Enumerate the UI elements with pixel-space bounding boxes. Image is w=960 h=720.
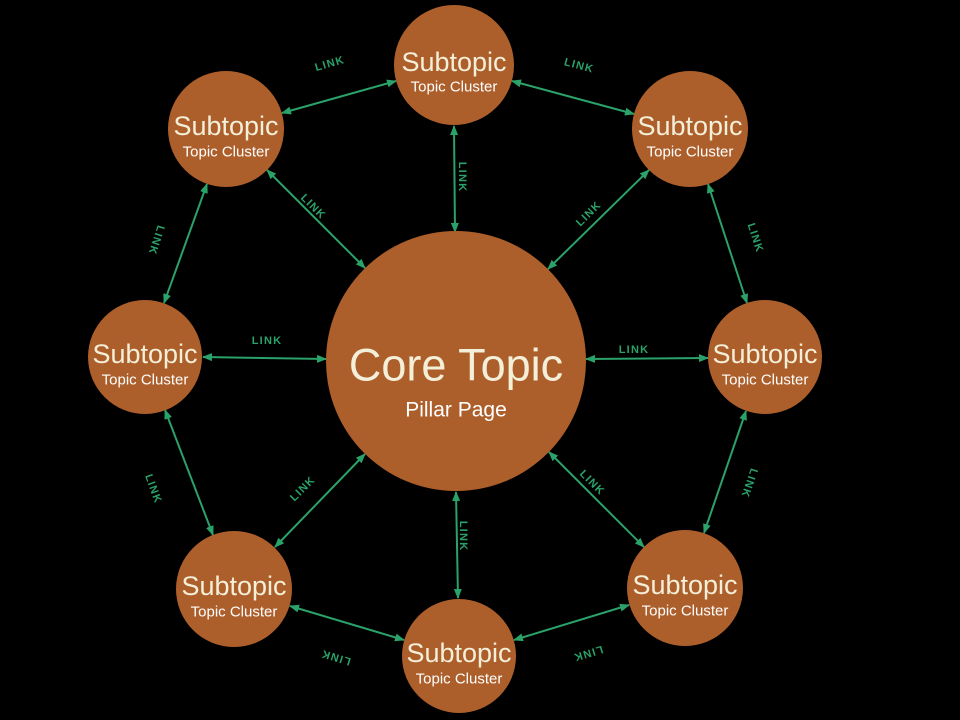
link-label: LINK	[320, 647, 353, 667]
subtopic-title: Subtopic	[401, 47, 506, 77]
link-line-right-bottom-right	[703, 410, 747, 534]
subtopic-node-top-left: Subtopic Topic Cluster	[168, 71, 284, 187]
link-label: LINK	[298, 192, 328, 222]
link-label: LINK	[288, 474, 318, 504]
core-node: Core Topic Pillar Page	[326, 231, 586, 491]
link-label: LINK	[146, 224, 167, 257]
subtopic-circle	[708, 300, 822, 414]
link-line-core-top	[450, 125, 459, 233]
link-label: LINK	[574, 199, 604, 229]
subtopic-circle	[402, 599, 516, 713]
subtopic-circle	[168, 71, 284, 187]
subtopic-subtitle: Topic Cluster	[191, 604, 278, 621]
subtopic-subtitle: Topic Cluster	[102, 372, 189, 389]
subtopic-title: Subtopic	[637, 111, 742, 141]
subtopic-node-top-right: Subtopic Topic Cluster	[632, 71, 748, 187]
link-label: LINK	[142, 473, 164, 506]
subtopic-node-left: Subtopic Topic Cluster	[88, 300, 202, 414]
link-line-bottom-right-bottom	[513, 603, 630, 642]
subtopic-subtitle: Topic Cluster	[722, 372, 809, 389]
subtopic-node-right: Subtopic Topic Cluster	[708, 300, 822, 414]
link-line-core-bottom-left	[274, 453, 366, 548]
core-subtitle: Pillar Page	[405, 399, 507, 422]
subtopic-subtitle: Topic Cluster	[416, 671, 503, 688]
link-line-core-top-right	[547, 169, 650, 270]
link-label: LINK	[745, 222, 766, 255]
subtopic-node-bottom-left: Subtopic Topic Cluster	[176, 531, 292, 647]
link-line-left-top-left	[163, 183, 208, 304]
link-line-core-right	[585, 354, 709, 363]
link-line-core-bottom-right	[548, 451, 645, 548]
link-line-top-left-top	[281, 79, 397, 115]
subtopic-title: Subtopic	[632, 570, 737, 600]
link-label: LINK	[572, 643, 605, 663]
subtopic-node-top: Subtopic Topic Cluster	[394, 5, 514, 125]
link-line-top-right-right	[707, 183, 748, 304]
subtopic-title: Subtopic	[181, 571, 286, 601]
subtopic-title: Subtopic	[92, 339, 197, 369]
subtopic-circle	[632, 71, 748, 187]
link-label: LINK	[456, 162, 468, 192]
subtopic-title: Subtopic	[406, 638, 511, 668]
core-circle	[326, 231, 586, 491]
link-line-core-top-left	[266, 169, 366, 269]
link-line-core-left	[202, 353, 327, 363]
subtopic-circle	[627, 530, 743, 646]
subtopic-subtitle: Topic Cluster	[183, 144, 270, 161]
subtopic-circle	[88, 300, 202, 414]
subtopic-subtitle: Topic Cluster	[411, 79, 498, 96]
link-line-core-bottom	[452, 491, 462, 599]
link-line-bottom-left-left	[164, 409, 214, 536]
subtopic-circle	[394, 5, 514, 125]
link-label: LINK	[738, 467, 759, 500]
link-lines	[163, 79, 748, 642]
subtopic-node-bottom-right: Subtopic Topic Cluster	[627, 530, 743, 646]
link-label: LINK	[563, 56, 596, 75]
link-label: LINK	[457, 521, 469, 551]
link-label: LINK	[252, 335, 282, 347]
subtopic-circle	[176, 531, 292, 647]
subtopic-subtitle: Topic Cluster	[647, 144, 734, 161]
subtopic-node-bottom: Subtopic Topic Cluster	[402, 599, 516, 713]
link-label: LINK	[577, 468, 607, 498]
subtopic-title: Subtopic	[173, 111, 278, 141]
link-line-top-top-right	[511, 79, 635, 116]
link-line-bottom-bottom-left	[289, 604, 405, 642]
core-title: Core Topic	[349, 340, 563, 391]
link-label: LINK	[619, 344, 649, 356]
subtopic-subtitle: Topic Cluster	[642, 603, 729, 620]
link-label: LINK	[314, 54, 347, 74]
subtopic-title: Subtopic	[712, 339, 817, 369]
